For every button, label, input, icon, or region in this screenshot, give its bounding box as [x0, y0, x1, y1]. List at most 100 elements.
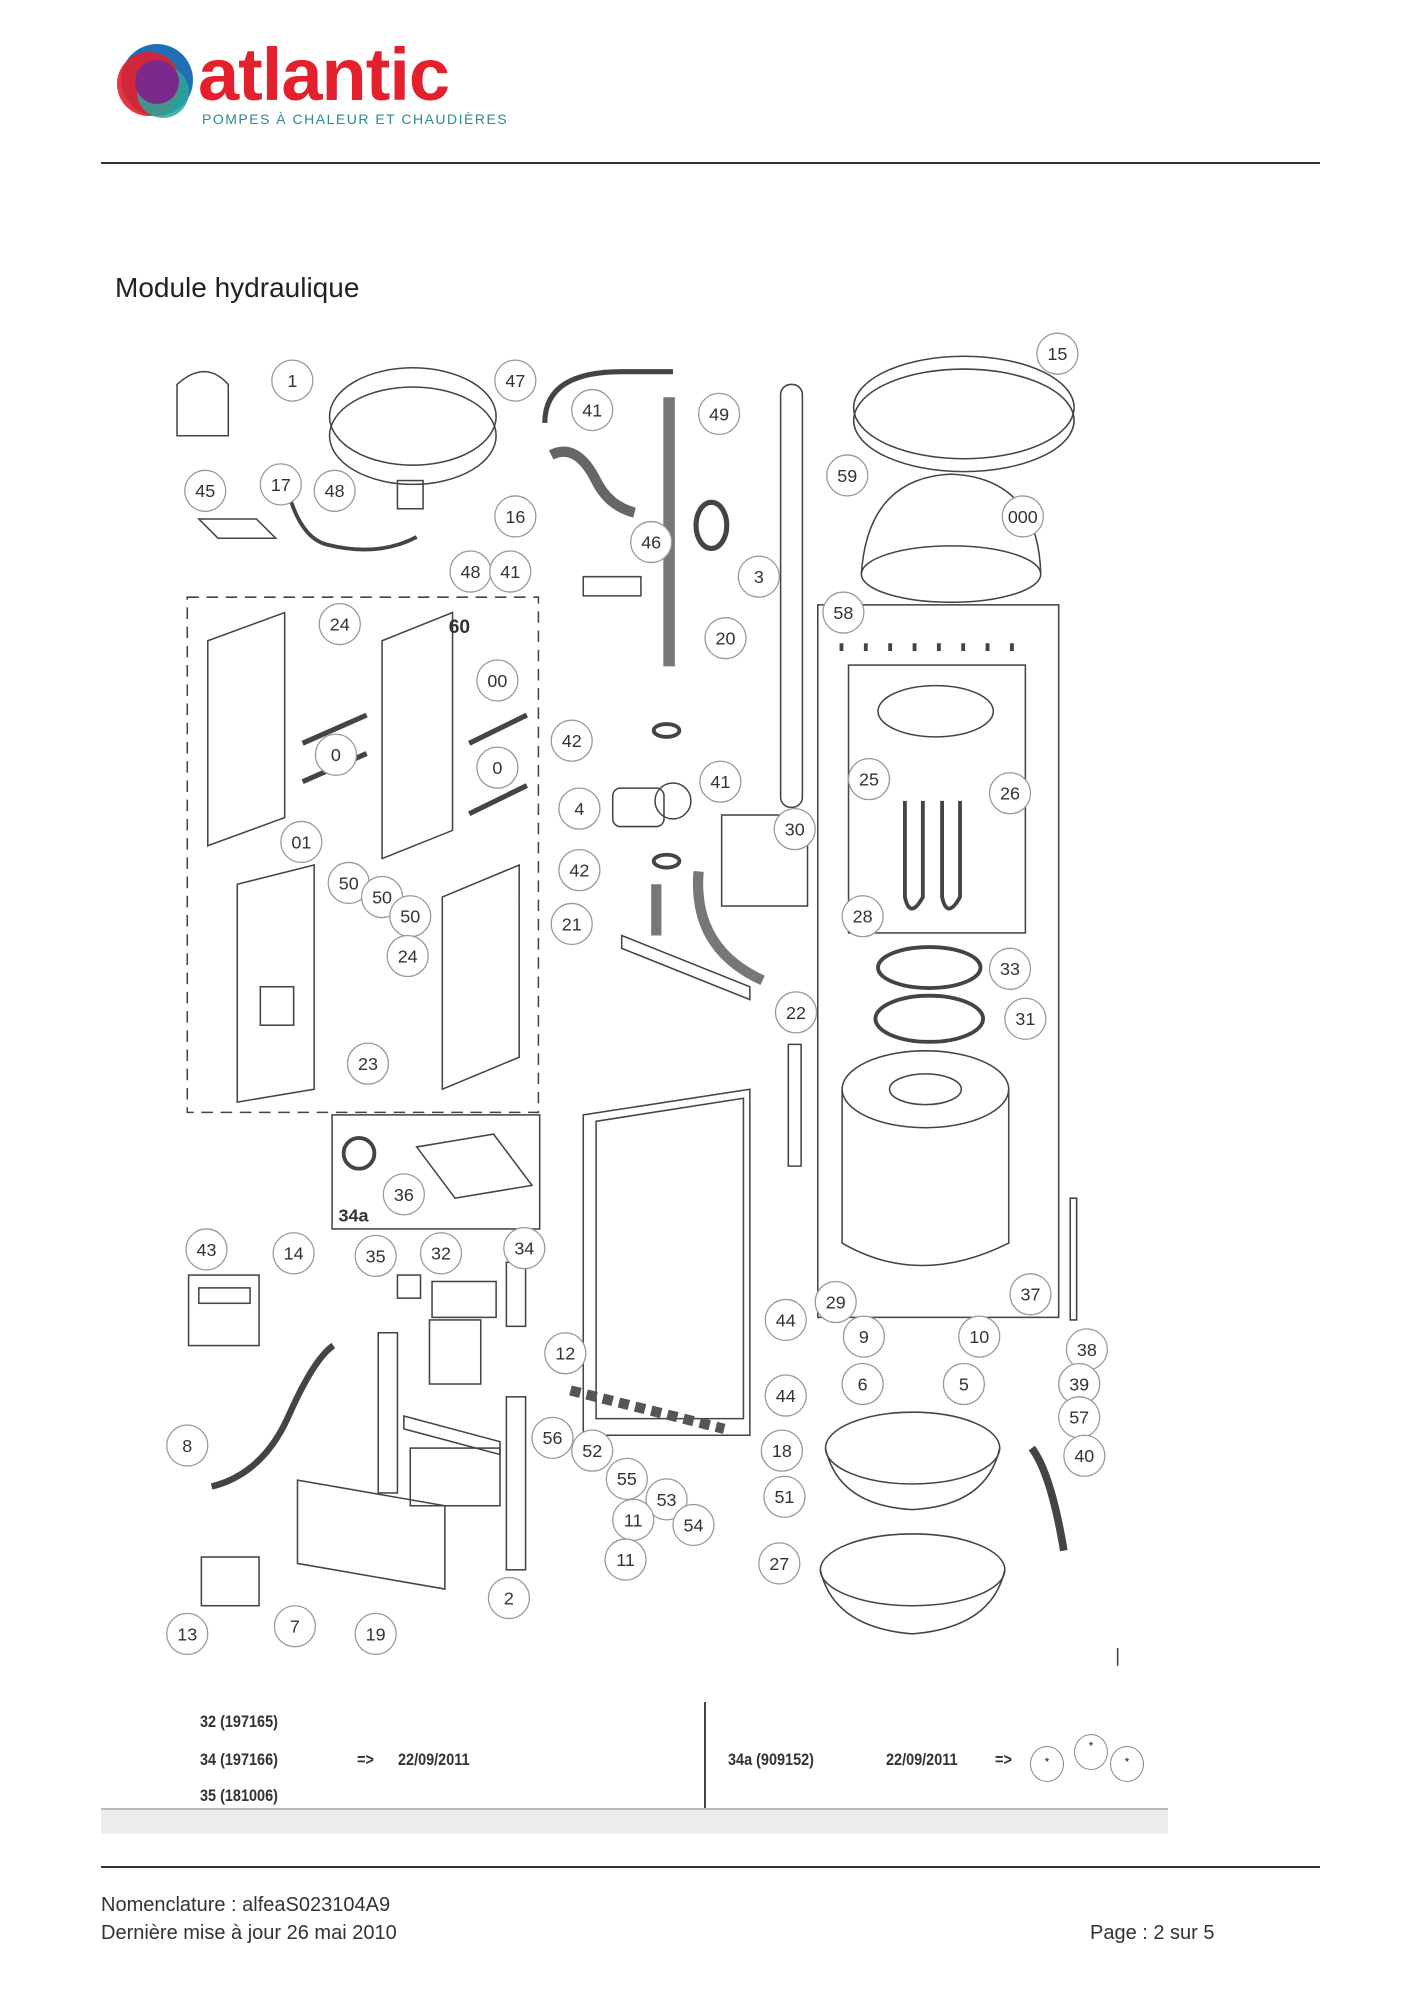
- tank-lid: [852, 355, 1075, 460]
- callout: 14: [272, 1232, 315, 1275]
- tank-group-frame: [817, 604, 1060, 1319]
- callout-number: 000: [1008, 507, 1038, 527]
- callout: 34: [503, 1227, 546, 1270]
- callout-number: 28: [853, 907, 873, 927]
- callout-circle: [841, 895, 884, 938]
- callout-circle: [313, 469, 356, 512]
- callout: 38: [1065, 1328, 1109, 1371]
- revision-ref: 32 (197165): [200, 1712, 278, 1731]
- callout-circle: [503, 1227, 546, 1270]
- callout-number: 31: [1015, 1009, 1035, 1029]
- callout-number: 13: [177, 1624, 197, 1644]
- revision-mark: *: [1074, 1734, 1108, 1770]
- callout: 16: [494, 495, 537, 538]
- callout: 52: [571, 1429, 614, 1472]
- callout: 59: [826, 454, 869, 497]
- callout-number: 11: [624, 1510, 643, 1530]
- callout-circle: [476, 746, 519, 789]
- callout-number: 48: [461, 562, 481, 582]
- callout: 5: [942, 1362, 986, 1406]
- callout-number: 17: [271, 475, 291, 495]
- callout-number: 12: [555, 1344, 575, 1364]
- callout: 11: [604, 1538, 647, 1581]
- callout: 13: [166, 1612, 209, 1656]
- callout-number: 19: [366, 1624, 386, 1644]
- callout-circle: [354, 1612, 397, 1656]
- callout: 37: [1009, 1273, 1052, 1316]
- callout: 1: [271, 359, 314, 402]
- callout-number: 3: [754, 567, 764, 587]
- callout: 24: [318, 602, 361, 646]
- callout-circle: [958, 1315, 1001, 1358]
- callout-circle: [604, 1538, 647, 1581]
- callout-number: 34: [514, 1239, 534, 1259]
- callout: 42: [550, 719, 593, 762]
- callout: 41: [571, 388, 614, 432]
- callout: 45: [184, 469, 227, 512]
- callout-circle: [605, 1457, 648, 1500]
- callout-circle: [571, 1429, 614, 1472]
- callout-number: 11: [616, 1550, 635, 1570]
- callout-circle: [185, 1228, 228, 1271]
- chassis-frame: [582, 1088, 751, 1437]
- callout-circle: [764, 1298, 807, 1342]
- callout-number: 38: [1077, 1340, 1097, 1360]
- callout-number: 27: [769, 1554, 789, 1574]
- callout: 6: [841, 1362, 884, 1406]
- callout-number: 4: [574, 799, 584, 819]
- revision-date-34a: 22/09/2011: [886, 1750, 958, 1769]
- room-thermostat: [200, 1556, 260, 1607]
- table-divider: [704, 1702, 706, 1808]
- callout-circle: [826, 454, 869, 497]
- kit-34a-frame: [331, 1114, 541, 1230]
- callout: 20: [704, 617, 747, 660]
- callout: 24: [386, 934, 429, 978]
- callout-circle: [773, 807, 816, 851]
- callout-circle: [1036, 332, 1079, 375]
- control-panel: [187, 1274, 260, 1347]
- pipe-59: [779, 383, 804, 809]
- callout-circle: [272, 1232, 315, 1275]
- callout-circle: [988, 947, 1032, 990]
- hot-water-tank: [841, 1089, 1010, 1267]
- callout: 27: [758, 1542, 801, 1585]
- callout-number: 20: [716, 629, 736, 649]
- logo-tagline: POMPES À CHALEUR ET CHAUDIÈRES: [202, 111, 509, 127]
- callout-circle: [1001, 495, 1044, 538]
- callout-circle: [758, 1542, 801, 1585]
- callout-number: 33: [1000, 959, 1020, 979]
- side-panel: [207, 611, 286, 847]
- callout-circle: [544, 1332, 587, 1375]
- callout-number: 10: [969, 1327, 989, 1347]
- callout-number: 35: [366, 1246, 386, 1266]
- callout: 49: [697, 392, 741, 436]
- callout-circle: [386, 934, 429, 978]
- callout-circle: [814, 1280, 857, 1324]
- callout: 43: [185, 1228, 228, 1271]
- callout-number: 53: [657, 1490, 677, 1510]
- callout: 50: [389, 895, 432, 938]
- callout-circle: [531, 1416, 574, 1459]
- callout: 0: [476, 746, 519, 789]
- callout: 10: [958, 1315, 1001, 1358]
- callout-circle: [1063, 1434, 1106, 1477]
- callout-number: 50: [372, 887, 392, 907]
- callout-circle: [558, 787, 601, 830]
- callout-circle: [280, 820, 323, 864]
- callout: 33: [988, 947, 1032, 990]
- callout-circle: [842, 1315, 886, 1358]
- revision-ref: 34 (197166): [200, 1750, 278, 1769]
- callout-number: 44: [776, 1310, 796, 1330]
- callout-number: 42: [569, 861, 589, 881]
- callout: 28: [841, 895, 884, 938]
- callout-number: 47: [505, 371, 525, 391]
- callout-number: 26: [1000, 784, 1020, 804]
- callout-circle: [550, 719, 593, 762]
- callout-number: 50: [339, 873, 359, 893]
- callout-circle: [630, 520, 673, 564]
- callout-number: 51: [774, 1487, 794, 1507]
- callout: 50: [327, 861, 370, 905]
- front-plate: [296, 1479, 446, 1590]
